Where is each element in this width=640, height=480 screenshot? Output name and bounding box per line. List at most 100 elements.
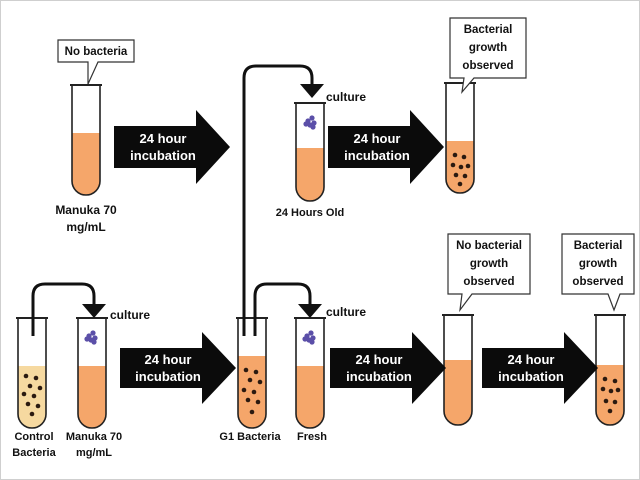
tube-medium <box>72 133 100 195</box>
bacteria-dot <box>452 152 458 158</box>
callout-growth-bottom-line-3: observed <box>572 276 623 288</box>
callout-growth-bottom-line-2: growth <box>579 258 617 270</box>
transfer-line-control-to-manuka <box>31 282 96 336</box>
callout-no-growth: No bacterial growth observed <box>447 233 531 313</box>
callout-growth-top-line-2: growth <box>469 42 507 54</box>
tube-medium <box>296 366 324 428</box>
tube-medium <box>296 148 324 201</box>
callout-no-bacteria-text: No bacteria <box>65 46 128 58</box>
culture-inoculum <box>308 330 314 336</box>
tube-glass <box>295 103 325 202</box>
callout-growth-top: Bacterial growth observed <box>449 17 527 94</box>
culture-label-bottom-mid: culture <box>326 305 366 319</box>
tube-medium <box>596 365 624 425</box>
label-manuka-bottom-line-1: Manuka 70 <box>66 431 122 443</box>
label-fresh: Fresh <box>297 431 327 443</box>
bacteria-dot <box>241 387 247 393</box>
label-control-line-1: Control <box>14 431 53 443</box>
bacteria-dot <box>615 387 621 393</box>
culture-inoculum <box>84 336 90 342</box>
tube-manuka-top <box>70 84 102 196</box>
tube-bacterial-growth-top <box>444 82 476 194</box>
callout-growth-bottom-line-1: Bacterial <box>574 240 623 252</box>
callout-growth-top-line-1: Bacterial <box>464 24 513 36</box>
bacteria-dot <box>255 399 261 405</box>
culture-inoculum <box>311 120 317 126</box>
bacteria-dot <box>461 154 467 160</box>
callout-no-growth-line-1: No bacterial <box>456 240 522 252</box>
bacteria-dot <box>27 383 33 389</box>
bacteria-dot <box>600 386 606 392</box>
incubation-arrow-4: 24 hour incubation <box>330 332 446 404</box>
arrow-1-line-1: 24 hour <box>140 131 187 146</box>
label-control-line-2: Bacteria <box>12 447 56 459</box>
callout-growth-bottom: Bacterial growth observed <box>561 233 635 312</box>
bacteria-dot <box>457 181 463 187</box>
bacteria-dot <box>25 401 31 407</box>
tube-medium <box>78 366 106 428</box>
arrow-1-line-2: incubation <box>130 148 196 163</box>
culture-inoculum <box>91 339 97 345</box>
tube-glass <box>445 83 475 194</box>
tube-glass <box>295 318 325 429</box>
culture-inoculum <box>310 124 316 130</box>
culture-label-bottom-left: culture <box>110 308 150 322</box>
incubation-arrow-2: 24 hour incubation <box>328 110 444 184</box>
incubation-arrow-5: 24 hour incubation <box>482 332 598 404</box>
callout-no-growth-line-3: observed <box>463 276 514 288</box>
bacteria-dot <box>450 162 456 168</box>
bacteria-dot <box>462 173 468 179</box>
culture-inoculum <box>92 335 98 341</box>
label-24-hours-old: 24 Hours Old <box>276 207 344 219</box>
arrow-2-line-2: incubation <box>344 148 410 163</box>
bacteria-dot <box>247 377 253 383</box>
tube-glass <box>443 315 473 426</box>
bacteria-dot <box>465 163 471 169</box>
label-g1-bacteria: G1 Bacteria <box>219 431 281 443</box>
label-manuka-bottom-line-2: mg/mL <box>76 447 112 459</box>
culture-inoculum <box>309 115 315 121</box>
bacteria-dot <box>612 378 618 384</box>
bacteria-dot <box>29 411 35 417</box>
culture-inoculum <box>309 339 315 345</box>
incubation-arrow-3: 24 hour incubation <box>120 332 236 404</box>
bacteria-dot <box>612 399 618 405</box>
bacteria-dot <box>31 393 37 399</box>
bacteria-dot <box>458 164 464 170</box>
incubation-arrow-1: 24 hour incubation <box>114 110 230 184</box>
bacteria-dot <box>608 388 614 394</box>
bacteria-dot <box>253 369 259 375</box>
transfer-arrowhead-fresh <box>298 304 322 318</box>
callout-growth-top-line-3: observed <box>462 60 513 72</box>
tube-medium <box>444 360 472 425</box>
tube-glass <box>595 315 625 426</box>
tube-bacterial-growth-bottom <box>594 314 626 426</box>
bacteria-dot <box>257 379 263 385</box>
transfer-arrowhead-manuka <box>82 304 106 318</box>
bacteria-dot <box>603 398 609 404</box>
tube-fresh <box>294 317 326 429</box>
transfer-arrowhead-24h <box>300 84 324 98</box>
label-manuka-top-line-1: Manuka 70 <box>55 203 117 217</box>
bacteria-dot <box>33 375 39 381</box>
tube-g1-bacteria <box>236 317 268 429</box>
arrow-5-line-2: incubation <box>498 369 564 384</box>
tube-manuka-bottom <box>76 317 108 429</box>
tube-glass <box>17 318 47 429</box>
arrow-5-line-1: 24 hour <box>508 352 555 367</box>
bacteria-dot <box>35 403 41 409</box>
culture-inoculum <box>303 121 309 127</box>
culture-inoculum <box>302 336 308 342</box>
arrow-2-line-1: 24 hour <box>354 131 401 146</box>
arrow-4-line-2: incubation <box>346 369 412 384</box>
bacteria-dot <box>21 391 27 397</box>
bacteria-dot <box>23 373 29 379</box>
bacteria-dot <box>37 385 43 391</box>
transfer-line-g1-to-fresh <box>253 282 312 336</box>
bacteria-dot <box>243 367 249 373</box>
arrow-3-line-2: incubation <box>135 369 201 384</box>
tube-24-hours-old <box>294 102 326 202</box>
tube-glass <box>237 318 267 429</box>
culture-inoculum <box>90 330 96 336</box>
